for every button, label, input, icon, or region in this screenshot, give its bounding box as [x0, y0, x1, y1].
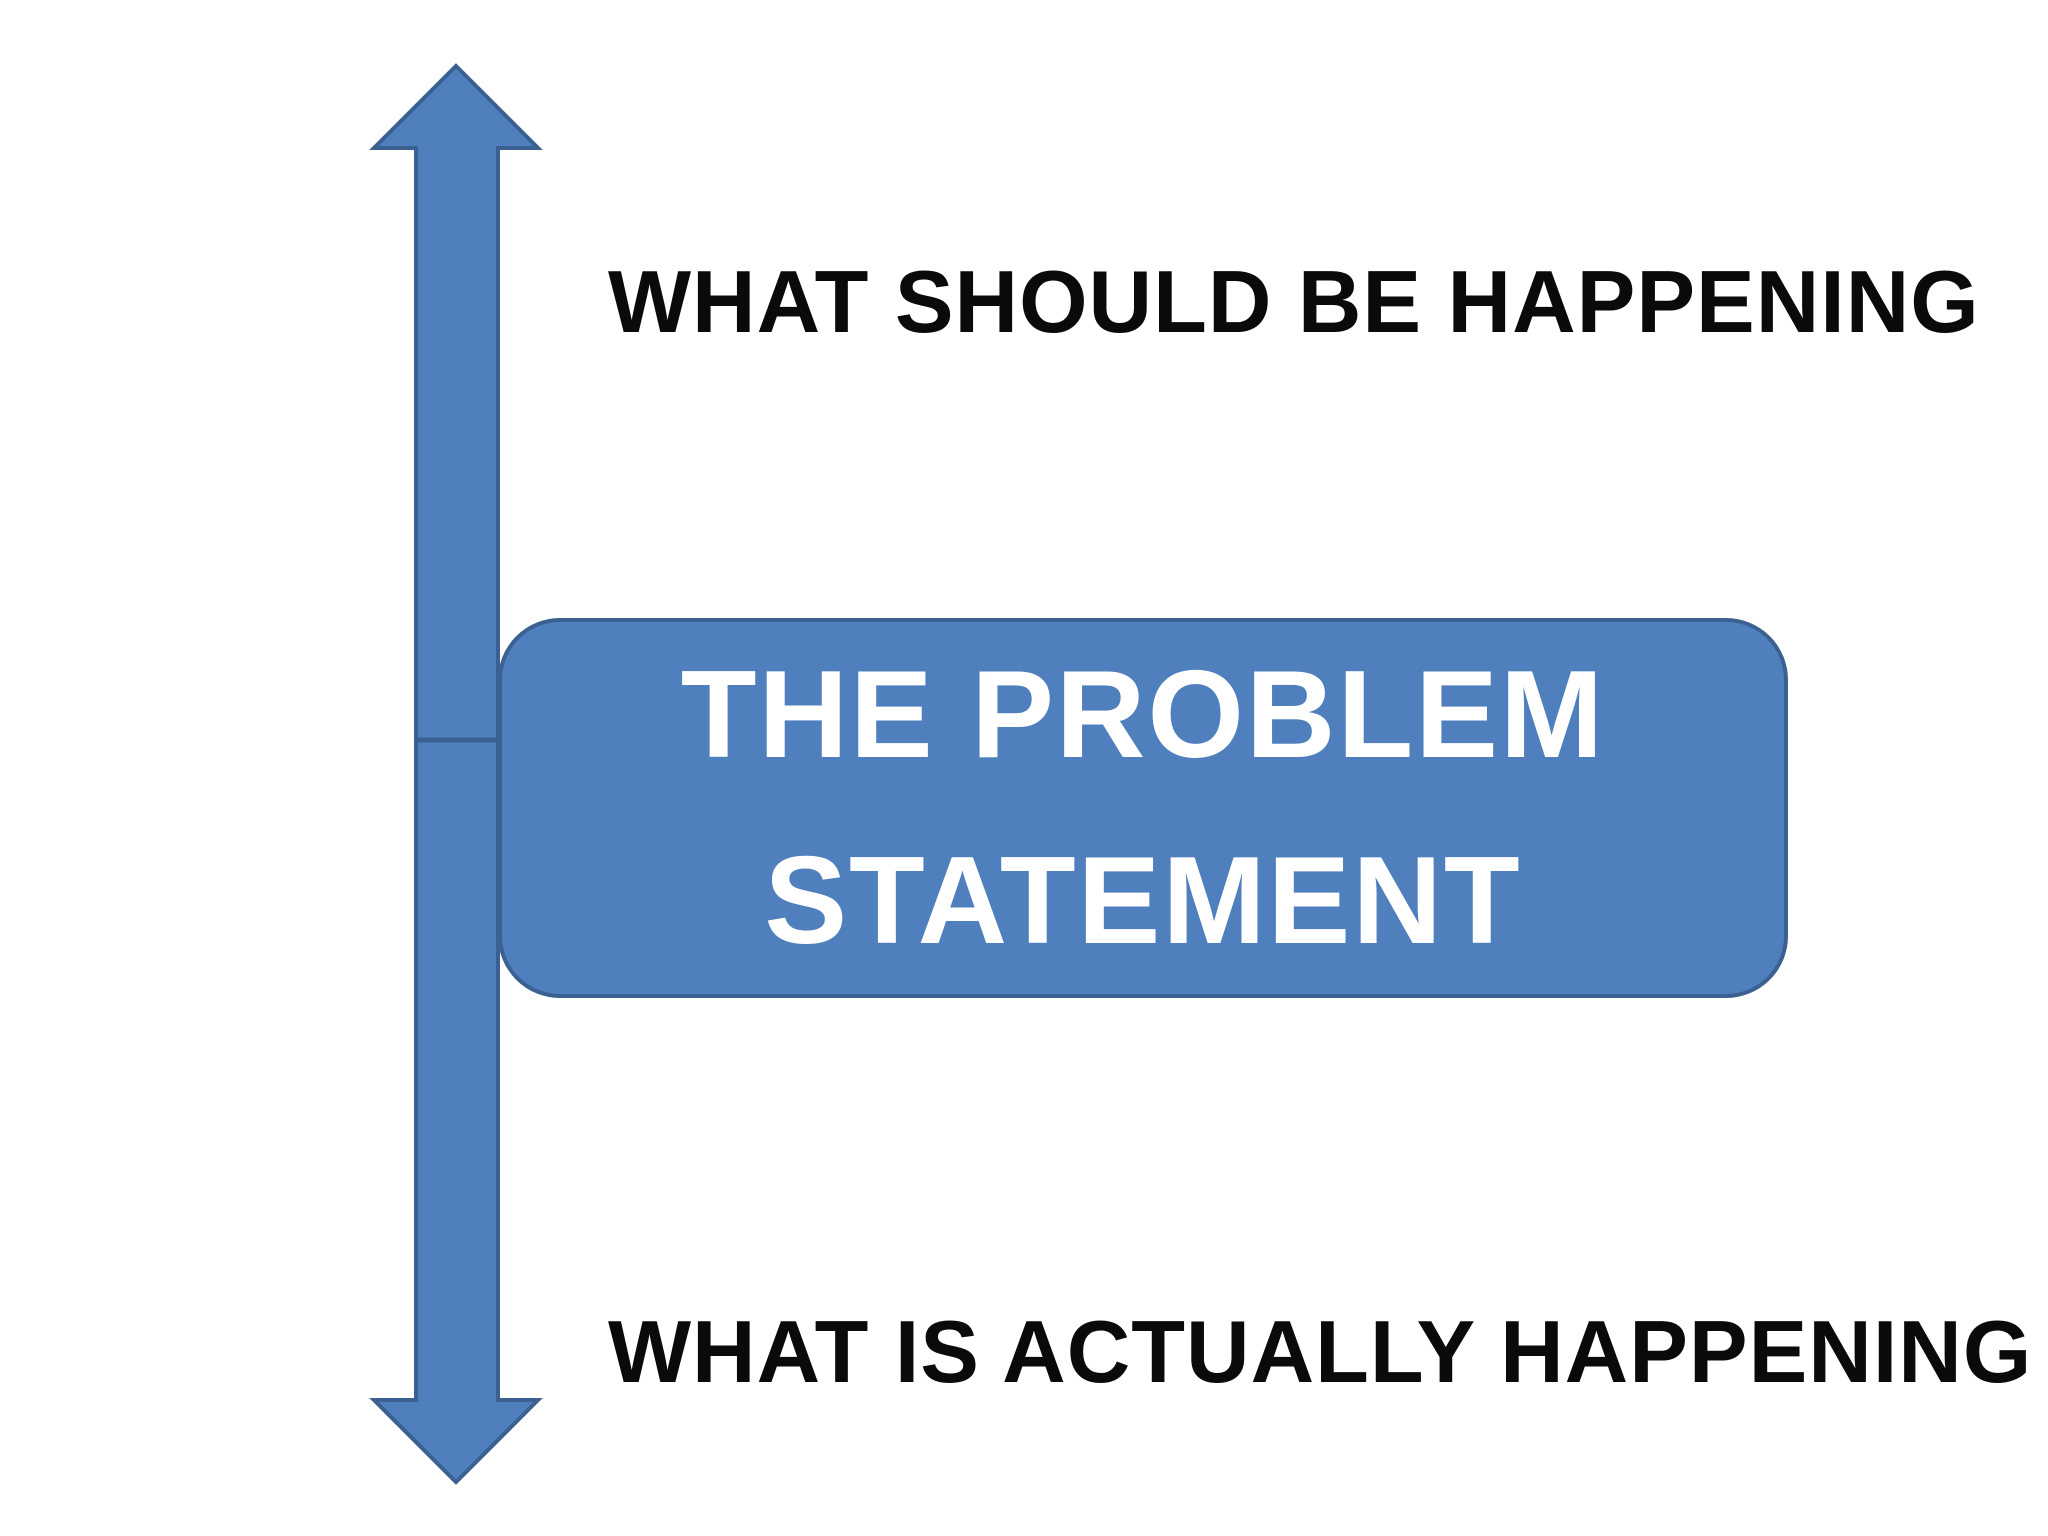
problem-box-line-1: THE PROBLEM: [680, 646, 1606, 784]
bottom-label: WHAT IS ACTUALLY HAPPENING: [608, 1302, 2033, 1401]
problem-box-line-2: STATEMENT: [764, 832, 1522, 970]
top-label: WHAT SHOULD BE HAPPENING: [608, 252, 1980, 351]
problem-statement-box: THE PROBLEM STATEMENT: [498, 618, 1788, 998]
arrow-shape: [369, 63, 543, 1485]
